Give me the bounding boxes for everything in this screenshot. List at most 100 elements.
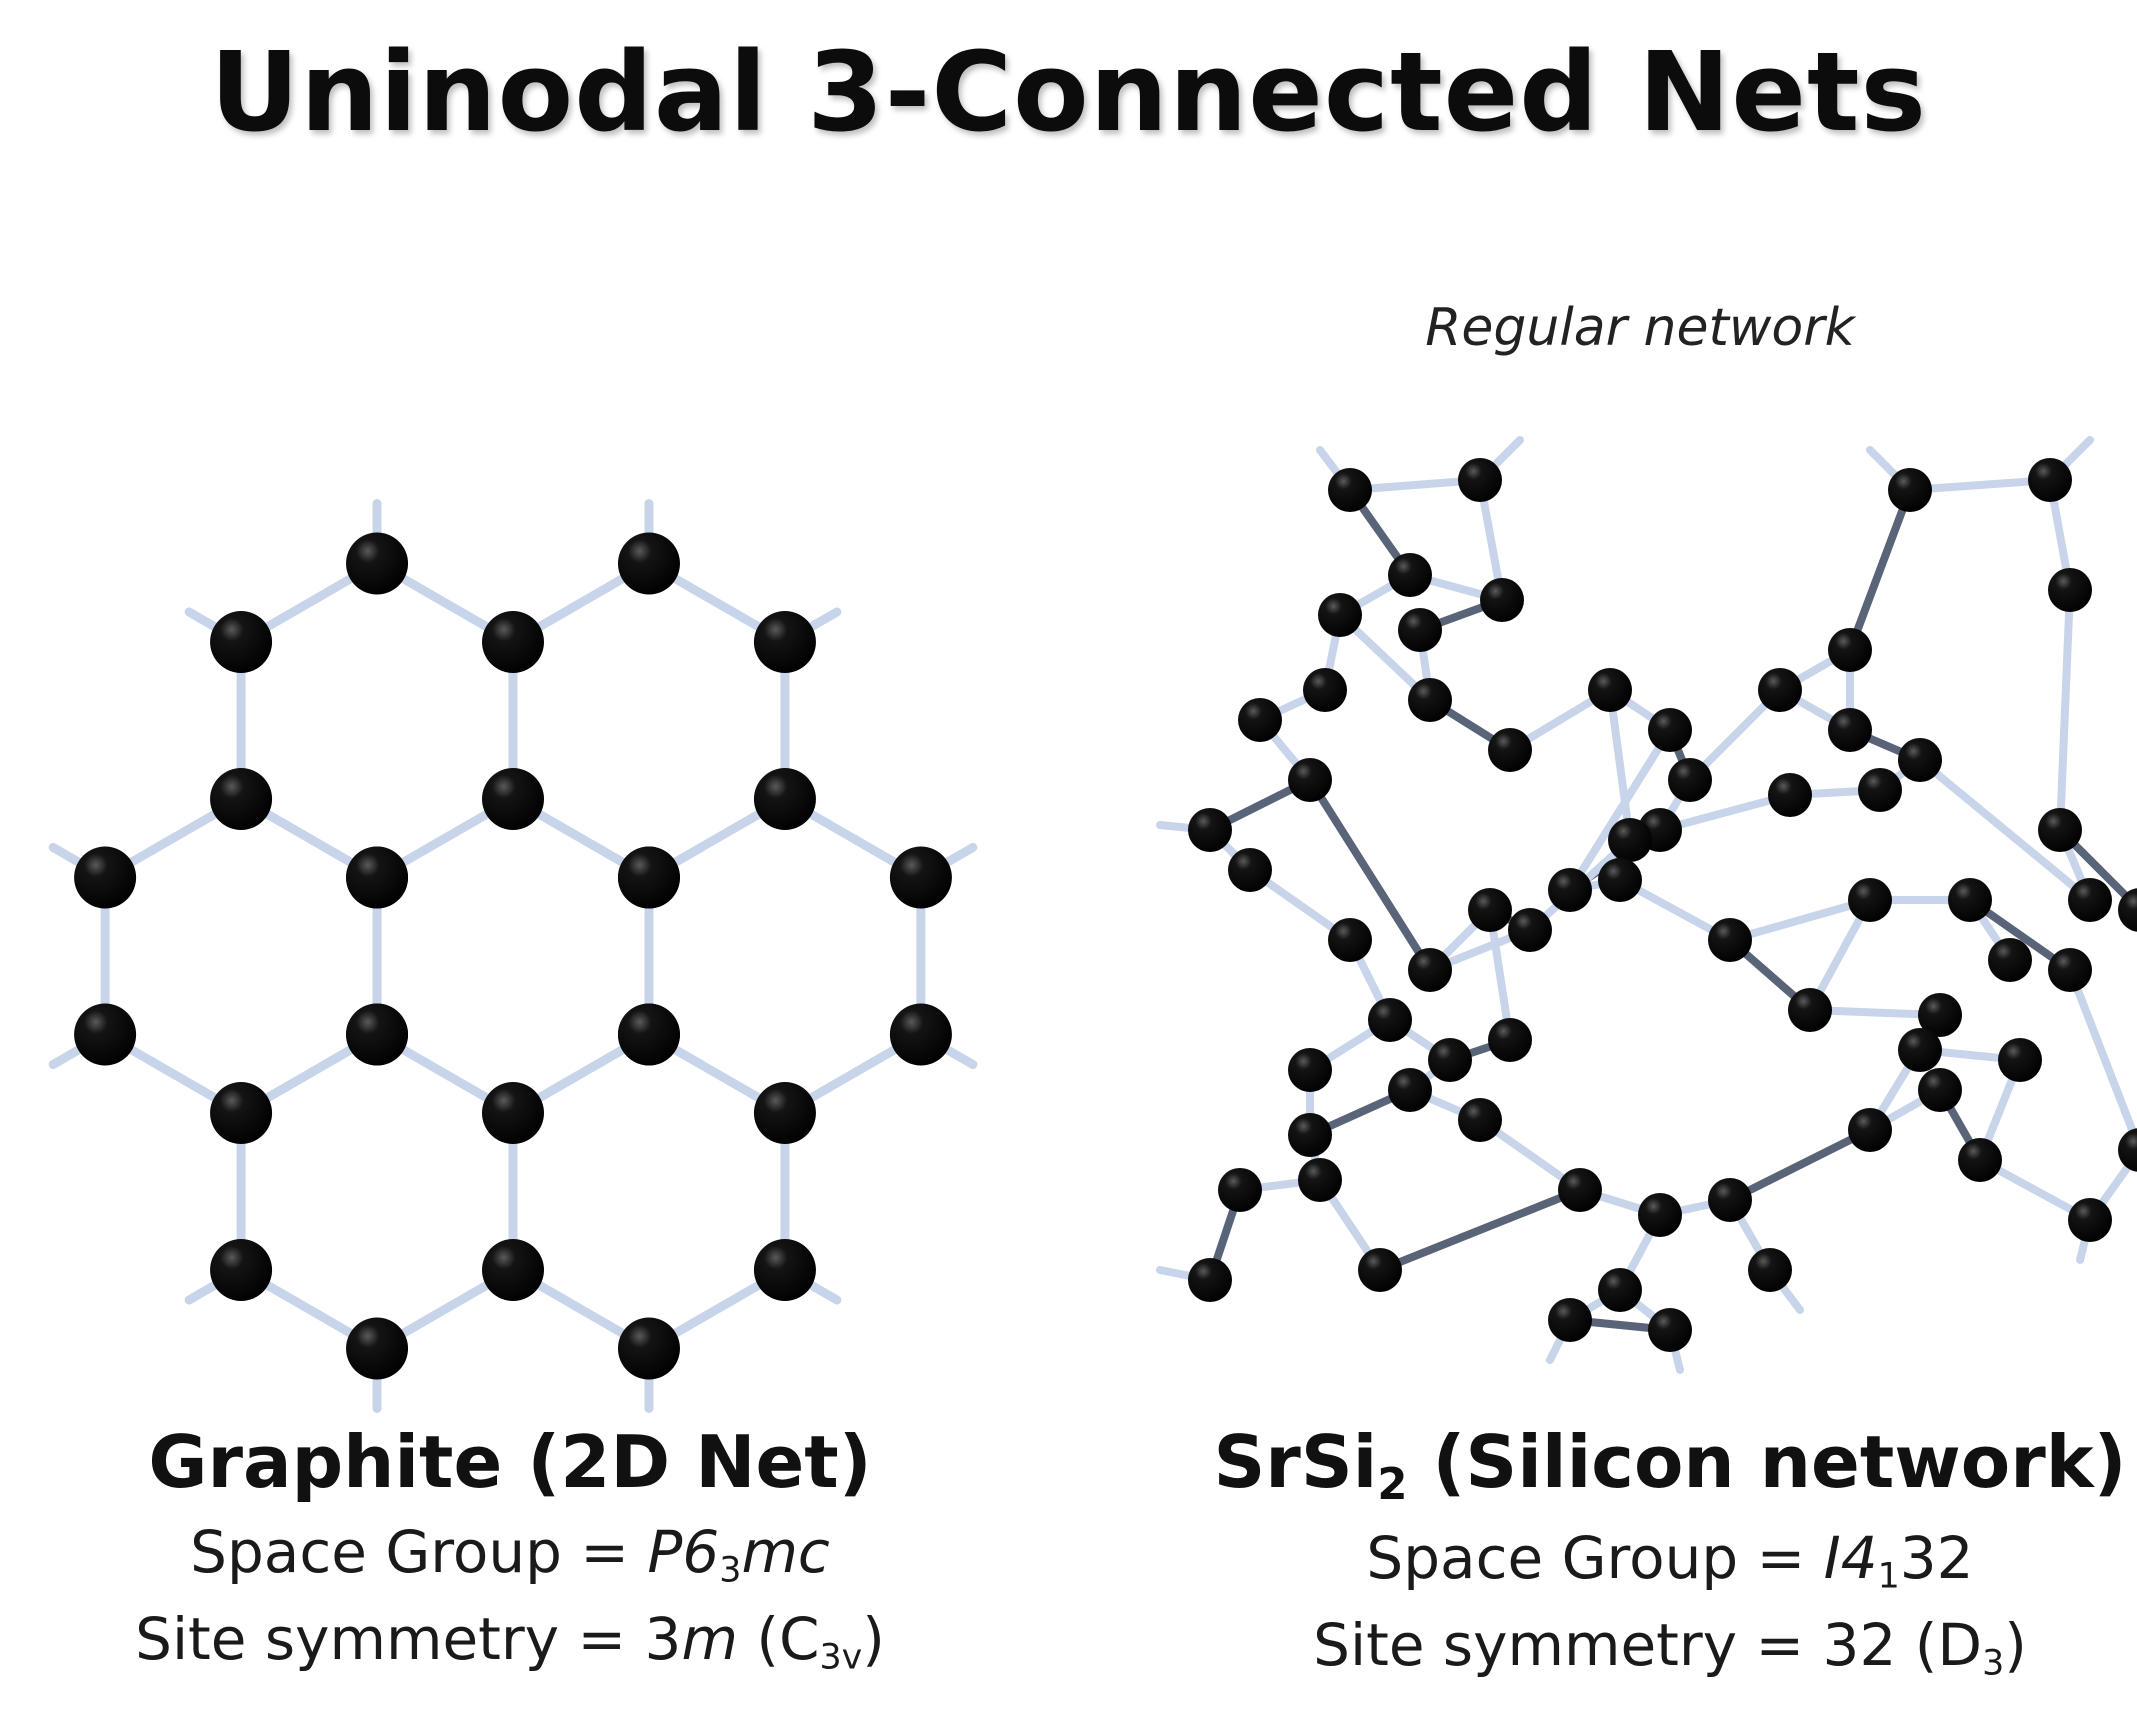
graphite-atom (74, 1003, 137, 1066)
srsi2-atom (2048, 948, 2092, 992)
graphite-site-symmetry: Site symmetry = 3m (C3v) (80, 1605, 940, 1678)
srsi2-bond (1906, 476, 2054, 494)
srsi2-atom (1898, 738, 1942, 782)
graphite-atom (753, 768, 816, 830)
srsi2-atom (1768, 773, 1812, 817)
srsi2-atom (1318, 593, 1362, 637)
srsi2-atom (1648, 1308, 1692, 1352)
srsi2-atom (1408, 678, 1452, 722)
srsi2-atom (2038, 808, 2082, 852)
graphite-atom (210, 768, 273, 830)
srsi2-atom (1998, 1038, 2042, 1082)
srsi2-atom (2068, 1198, 2112, 1242)
srsi2-bond (1726, 1126, 1874, 1204)
srsi2-atom (1708, 1178, 1752, 1222)
srsi2-atom (1708, 918, 1752, 962)
srsi2-atom (1558, 1168, 1602, 1212)
srsi2-site-symmetry: Site symmetry = 32 (D3) (1200, 1611, 2137, 1684)
sg-subscript: 1 (1877, 1556, 1900, 1597)
srsi2-atom (1848, 878, 1892, 922)
srsi2-atom (1328, 918, 1372, 962)
srsi2-atom (1288, 1113, 1332, 1157)
srsi2-atom (1598, 1268, 1642, 1312)
site-end: ) (862, 1604, 885, 1673)
srsi2-bond (1566, 726, 1674, 894)
graphite-atom (346, 1003, 409, 1066)
srsi2-atom (1388, 553, 1432, 597)
srsi2-atoms (1188, 458, 2137, 1352)
srsi2-atom (2118, 888, 2137, 932)
graphite-atoms (74, 532, 952, 1380)
sg-label: Space Group = (1366, 1524, 1824, 1593)
srsi2-atom (1958, 1138, 2002, 1182)
srsi2-space-group: Space Group = I4132 (1200, 1524, 2137, 1597)
graphite-atom (617, 1003, 680, 1066)
srsi2-atom (1188, 1258, 1232, 1302)
srsi2-atom (1408, 948, 1452, 992)
graphite-atom (753, 1239, 816, 1301)
srsi2-atom (2028, 458, 2072, 502)
graphite-atom (889, 1003, 952, 1066)
graphite-atom (346, 846, 409, 909)
site-point-group: (C (737, 1604, 820, 1673)
srsi2-atom (1648, 708, 1692, 752)
srsi2-net-diagram (1156, 436, 2137, 1374)
srsi2-atom (1458, 458, 1502, 502)
site-subscript: 3 (1982, 1643, 2005, 1684)
srsi2-atom (1948, 878, 1992, 922)
srsi2-atom (1238, 698, 1282, 742)
sg-subscript: 3 (719, 1550, 742, 1591)
srsi2-atom (1508, 908, 1552, 952)
srsi2-atom (1858, 768, 1902, 812)
srsi2-atom (1368, 998, 1412, 1042)
srsi2-atom (1480, 578, 1524, 622)
srsi2-atom (1898, 1028, 1942, 1072)
graphite-atom (617, 1317, 680, 1380)
graphite-atom (482, 768, 544, 830)
site-subscript: 3v (819, 1637, 863, 1678)
srsi2-atom (1828, 628, 1872, 672)
srsi2-atom (1458, 1098, 1502, 1142)
srsi2-atom (1298, 1158, 1342, 1202)
srsi2-atom (1488, 728, 1532, 772)
srsi2-bond (1376, 1186, 1584, 1274)
srsi2-atom (1848, 1108, 1892, 1152)
srsi2-atom (1988, 938, 2032, 982)
graphite-atom (889, 846, 952, 909)
site-label: Site symmetry = 32 (D (1313, 1610, 1983, 1679)
graphite-net-diagram (48, 499, 978, 1413)
srsi2-atom (1488, 1018, 1532, 1062)
srsi2-bond (1726, 896, 1874, 944)
srsi2-atom (1398, 608, 1442, 652)
srsi2-atom (2048, 568, 2092, 612)
srsi2-bond (1606, 686, 1634, 844)
srsi2-name: SrSi2 (Silicon network) (1200, 1420, 2137, 1510)
site-label: Site symmetry = 3 (135, 1604, 682, 1673)
srsi2-atom (1548, 868, 1592, 912)
graphite-atom (210, 611, 273, 673)
srsi2-atom (1288, 758, 1332, 802)
sg-label: Space Group = (190, 1518, 648, 1586)
srsi2-bond (1656, 791, 1794, 834)
site-end: ) (2004, 1610, 2027, 1679)
sg-symbol-b: 32 (1899, 1524, 1974, 1593)
graphite-atom (753, 1082, 816, 1144)
graphite-atom (346, 1317, 409, 1380)
srsi2-atom (1668, 758, 1712, 802)
graphite-atom (210, 1082, 273, 1144)
srsi2-atom (1468, 888, 1512, 932)
graphite-atom (482, 1082, 544, 1144)
graphite-atom (482, 611, 544, 673)
graphite-atom (346, 532, 409, 595)
srsi2-atom (1638, 1193, 1682, 1237)
graphite-atom (74, 846, 137, 909)
srsi2-atom (1608, 818, 1652, 862)
srsi2-bond (1306, 776, 1434, 974)
srsi2-atom (2068, 878, 2112, 922)
graphite-space-group: Space Group = P63mc (80, 1518, 940, 1591)
srsi2-atom (1748, 1248, 1792, 1292)
srsi2-bond (1846, 486, 1914, 654)
page-title: Uninodal 3-Connected Nets (209, 28, 1928, 156)
formula-subscript: 2 (1377, 1460, 1408, 1511)
srsi2-atom (1788, 988, 1832, 1032)
